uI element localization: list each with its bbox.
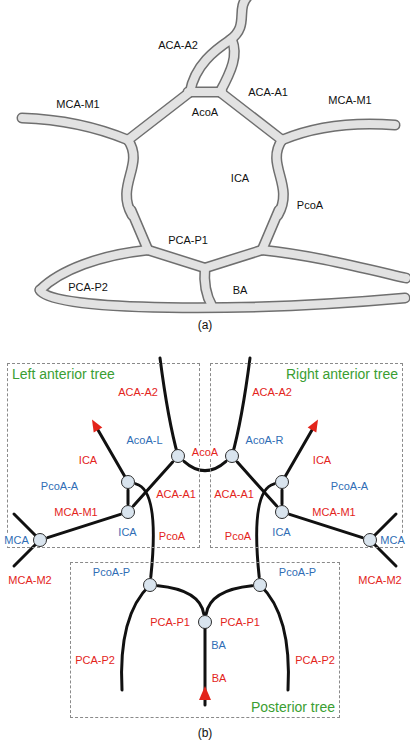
tree-region: Left anterior treeAcoA-L PcoA-A ICA MCA: [7, 363, 200, 548]
vessel-connector: [184, 461, 226, 470]
junction-circle: MCA: [363, 533, 377, 547]
vessel-label: PCA-P2: [74, 654, 116, 667]
edge-label: MCA-M1: [311, 506, 356, 519]
inflow-arrowhead: [308, 420, 318, 433]
vessel-label: ACA-A2: [251, 386, 293, 399]
region-heading: Left anterior tree: [12, 366, 115, 382]
junction-label: PcoA-A: [330, 479, 369, 492]
vessel-label: PcoA: [296, 199, 324, 212]
junction-label: MCA: [379, 533, 405, 546]
edge-label: ACA-A1: [155, 488, 197, 501]
vessel-label: MCA-M1: [327, 94, 372, 107]
vessel-label: PCA-P2: [67, 281, 109, 294]
tree-region: Posterior tree PcoA-P BA PcoA-P: [70, 562, 340, 718]
vessel-label: ACA-A2: [117, 386, 159, 399]
vessel-label: MCA-M2: [357, 574, 402, 587]
vessel-label: ACA-A1: [247, 86, 289, 99]
junction-label: PcoA-A: [40, 479, 79, 492]
vessel-connector: [206, 586, 252, 614]
inflow-arrowhead: [199, 686, 211, 700]
vessel-label: MCA-M1: [55, 98, 100, 111]
junction-circle: AcoA-R: [225, 449, 239, 463]
junction-circle: PcoA-P: [143, 578, 157, 592]
vessel-connector: [127, 490, 130, 504]
edge-label: PcoA: [158, 530, 186, 543]
vessel-label: PCA-P1: [167, 234, 209, 247]
vessel-label: ACA-A2: [157, 39, 199, 52]
schematic-branches: [14, 358, 396, 705]
junction-circle: PcoA-A: [275, 475, 289, 489]
junction-circle: MCA: [33, 533, 47, 547]
edge-label: PcoA: [224, 530, 252, 543]
junction-label: AcoA-R: [245, 433, 285, 446]
edge-label: MCA-M1: [53, 506, 98, 519]
junction-circle: ICA: [121, 505, 135, 519]
edge-label: AcoA: [191, 446, 219, 459]
vessel-label: ICA: [230, 172, 250, 185]
vessel-fill: [22, 0, 406, 308]
junction-circle: ICA: [275, 505, 289, 519]
vessel-label: ICA: [312, 454, 332, 467]
vessel-label: PCA-P2: [294, 654, 336, 667]
inflow-arrowhead: [92, 420, 102, 433]
junction-label: PcoA-P: [92, 565, 131, 578]
junction-circle: BA: [198, 615, 212, 629]
vessel-connector: [281, 490, 284, 504]
panel-label: (a): [197, 319, 214, 332]
junction-label: PcoA-P: [278, 565, 317, 578]
panel-label: (b): [197, 727, 214, 740]
junction-label: MCA: [3, 533, 29, 546]
inflow-arrows: [92, 420, 318, 700]
junction-label: ICA: [271, 525, 291, 538]
edge-label: PCA-P1: [219, 616, 261, 629]
junction-circle: AcoA-L: [171, 449, 185, 463]
pca-p2-branch: [260, 585, 288, 690]
junction-label: ICA: [117, 525, 137, 538]
region-heading: Right anterior tree: [286, 366, 398, 382]
vessel-connector: [158, 586, 204, 614]
edge-label: PCA-P1: [149, 616, 191, 629]
ica-inlet: [98, 430, 128, 482]
vessel-label: BA: [232, 284, 249, 297]
junction-circle: PcoA-A: [121, 475, 135, 489]
junction-circle: PcoA-P: [253, 578, 267, 592]
junction-label: AcoA-L: [125, 433, 163, 446]
vessel-connector: [136, 484, 154, 577]
edge-label: ACA-A1: [213, 488, 255, 501]
pca-p2-branch: [122, 585, 150, 690]
region-heading: Posterior tree: [251, 699, 335, 715]
vessel-label: MCA-M2: [7, 574, 52, 587]
ica-inlet: [282, 430, 312, 482]
tree-region: Right anterior treeAcoA-R PcoA-A ICA MCA: [210, 363, 403, 548]
junction-label: BA: [210, 638, 227, 651]
vessel-label: AcoA: [191, 106, 219, 119]
vessel-outline: [22, 0, 406, 308]
vessel-label: BA: [211, 672, 228, 685]
vessel-label: ICA: [78, 454, 98, 467]
